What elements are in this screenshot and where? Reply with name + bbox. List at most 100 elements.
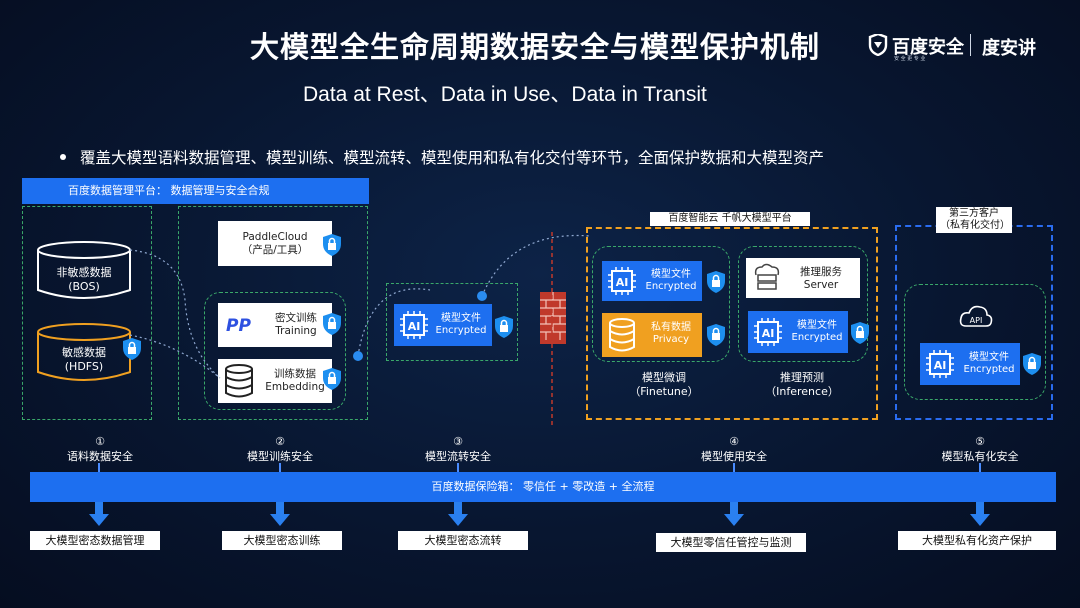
database-icon bbox=[225, 364, 253, 398]
stage-4-label: 模型使用安全 bbox=[701, 450, 767, 463]
stage-2-label: 模型训练安全 bbox=[247, 450, 313, 463]
finetune-label: 模型微调 （Finetune） bbox=[626, 371, 702, 399]
stage-2-tick bbox=[279, 463, 281, 473]
database-icon bbox=[609, 318, 635, 352]
shield-lock-icon bbox=[851, 322, 869, 344]
cipher-training-line1: 密文训练 bbox=[275, 312, 317, 324]
finetune-file-line1: 模型文件 bbox=[651, 269, 691, 280]
brand-left-subtext: 安 全 更 专 业 bbox=[894, 56, 926, 62]
shield-lock-icon bbox=[1023, 353, 1041, 375]
stage-3-label: 模型流转安全 bbox=[425, 450, 491, 463]
stage-3: ③ 模型流转安全 bbox=[408, 434, 508, 464]
brand-left-text: 百度安全 bbox=[892, 37, 964, 58]
paddlecloud-line2: （产品/工具） bbox=[241, 244, 309, 256]
private-data-line1: 私有数据 bbox=[651, 322, 691, 333]
stage-1: ① 语料数据安全 bbox=[50, 434, 150, 464]
training-inner-box bbox=[204, 292, 346, 410]
svg-text:AI: AI bbox=[408, 320, 421, 333]
inference-label-line2: （Inference） bbox=[765, 385, 839, 398]
inference-service-line2: Server bbox=[803, 279, 839, 291]
down-arrow-icon bbox=[448, 502, 468, 526]
cipher-training-card: PP 密文训练 Training bbox=[218, 303, 332, 347]
shield-lock-icon bbox=[707, 271, 725, 293]
ai-chip-icon: AI bbox=[926, 350, 954, 378]
cloud-api-icon: API bbox=[959, 305, 993, 327]
outcome-1: 大模型密态数据管理 bbox=[30, 531, 160, 550]
stage-5: ⑤ 模型私有化安全 bbox=[920, 434, 1040, 464]
inference-label: 推理预测 （Inference） bbox=[762, 371, 842, 399]
down-arrow-icon bbox=[89, 502, 109, 526]
sensitive-data-label: 敏感数据 (HDFS) bbox=[44, 346, 124, 374]
cipher-training-line2: Training bbox=[275, 325, 317, 337]
svg-text:AI: AI bbox=[616, 276, 629, 289]
duanjiang-logo: 度安讲 bbox=[982, 38, 1036, 59]
svg-text:AI: AI bbox=[762, 327, 775, 340]
bullet-text: 覆盖大模型语料数据管理、模型训练、模型流转、模型使用和私有化交付等环节，全面保护… bbox=[80, 149, 825, 167]
third-party-file-line1: 模型文件 bbox=[969, 352, 1009, 363]
server-icon bbox=[754, 263, 780, 290]
cloud-platform-title: 百度智能云 千帆大模型平台 bbox=[650, 212, 810, 226]
data-vault-bar: 百度数据保险箱： 零信任 + 零改造 + 全流程 bbox=[30, 472, 1056, 502]
transit-section-box bbox=[386, 283, 518, 361]
inference-box bbox=[738, 246, 868, 362]
training-data-line1: 训练数据 bbox=[274, 368, 316, 380]
down-arrow-icon bbox=[270, 502, 290, 526]
outcome-3: 大模型密态流转 bbox=[398, 531, 528, 550]
shield-lock-icon bbox=[495, 316, 513, 338]
stage-5-label: 模型私有化安全 bbox=[941, 450, 1019, 463]
paddlecloud-card: PaddleCloud （产品/工具） bbox=[218, 221, 332, 266]
logo-divider bbox=[970, 34, 971, 56]
stage-1-tick bbox=[98, 463, 100, 473]
inference-model-file: AI 模型文件 Encrypted bbox=[748, 311, 848, 353]
third-party-model-file: AI 模型文件 Encrypted bbox=[920, 343, 1020, 385]
inference-service-card: 推理服务 Server bbox=[746, 258, 860, 298]
sensitive-line2: (HDFS) bbox=[64, 360, 104, 373]
shield-lock-icon bbox=[323, 368, 341, 390]
stage-1-label: 语料数据安全 bbox=[67, 450, 133, 463]
shield-lock-icon bbox=[123, 338, 141, 360]
ai-chip-icon: AI bbox=[400, 311, 428, 339]
corpus-section-box bbox=[22, 206, 152, 420]
inference-file-line1: 模型文件 bbox=[797, 320, 837, 331]
transit-file-line2: Encrypted bbox=[435, 325, 487, 336]
baidu-security-logo: 百度安全 安 全 更 专 业 bbox=[868, 33, 964, 63]
outcome-2: 大模型密态训练 bbox=[222, 531, 342, 550]
third-party-file-line2: Encrypted bbox=[963, 364, 1015, 375]
paddlecloud-line1: PaddleCloud bbox=[242, 231, 308, 243]
nonsensitive-line1: 非敏感数据 bbox=[56, 266, 112, 279]
ai-chip-icon: AI bbox=[608, 267, 636, 295]
subtitle: Data at Rest、Data in Use、Data in Transit bbox=[303, 83, 707, 106]
ai-chip-icon: AI bbox=[754, 318, 782, 346]
nonsensitive-data-label: 非敏感数据 (BOS) bbox=[44, 266, 124, 294]
shield-lock-icon bbox=[323, 313, 341, 335]
transit-model-file: AI 模型文件 Encrypted bbox=[394, 304, 492, 346]
stage-4-num: ④ bbox=[729, 435, 739, 448]
firewall-icon bbox=[540, 292, 566, 344]
finetune-label-line1: 模型微调 bbox=[642, 371, 686, 384]
third-party-inner-box bbox=[904, 284, 1046, 400]
down-arrow-icon bbox=[724, 502, 744, 526]
transit-file-line1: 模型文件 bbox=[441, 313, 481, 324]
svg-text:PP: PP bbox=[226, 316, 251, 336]
stage-1-num: ① bbox=[95, 435, 105, 448]
training-section-box bbox=[178, 206, 368, 420]
third-party-title-line1: 第三方客户 bbox=[949, 208, 999, 219]
finetune-label-line2: （Finetune） bbox=[629, 385, 699, 398]
finetune-model-file: AI 模型文件 Encrypted bbox=[602, 261, 702, 301]
cloud-platform-box bbox=[586, 227, 878, 420]
stage-5-num: ⑤ bbox=[975, 435, 985, 448]
stage-4: ④ 模型使用安全 bbox=[684, 434, 784, 464]
inference-label-line1: 推理预测 bbox=[780, 371, 824, 384]
outcome-5: 大模型私有化资产保护 bbox=[898, 531, 1056, 550]
finetune-file-line2: Encrypted bbox=[645, 281, 697, 292]
third-party-title-line2: （私有化交付） bbox=[940, 220, 1010, 231]
stage-2-num: ② bbox=[275, 435, 285, 448]
stage-4-tick bbox=[733, 463, 735, 473]
stage-5-tick bbox=[979, 463, 981, 473]
outcome-4: 大模型零信任管控与监测 bbox=[656, 533, 806, 552]
inference-service-line1: 推理服务 bbox=[800, 266, 842, 278]
page-title: 大模型全生命周期数据安全与模型保护机制 bbox=[250, 30, 821, 64]
third-party-title: 第三方客户 （私有化交付） bbox=[936, 207, 1012, 233]
shield-lock-icon bbox=[323, 234, 341, 256]
